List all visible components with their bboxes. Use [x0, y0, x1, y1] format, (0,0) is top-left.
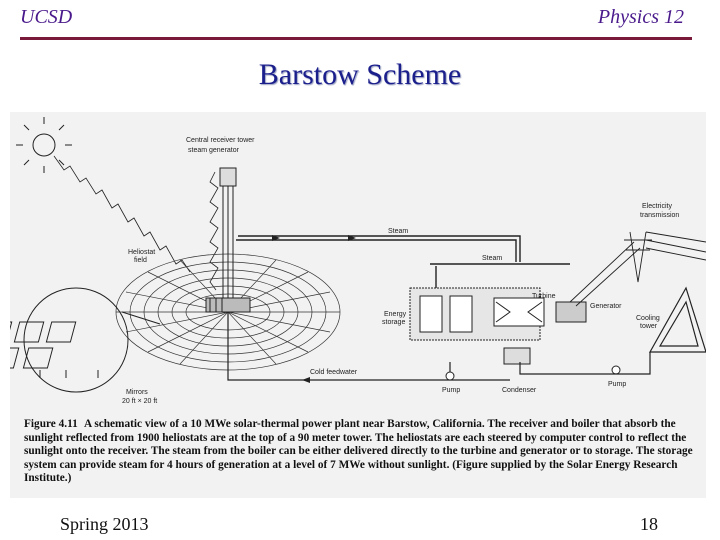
- footer-left-label: Spring 2013: [60, 514, 149, 534]
- label-cold-feedwater: Cold feedwater: [310, 369, 358, 376]
- mirrors-inset: [10, 287, 161, 393]
- caption-text: A schematic view of a 10 MWe solar-therm…: [24, 418, 693, 485]
- power-plant-schematic: Central receiver tower steam generator H…: [10, 117, 706, 405]
- label-energy: Energy: [384, 311, 407, 318]
- sun-icon: [16, 117, 72, 173]
- label-tower: tower: [640, 323, 658, 330]
- label-generator: Generator: [590, 303, 622, 310]
- reflected-ray-line: [209, 171, 219, 291]
- label-storage: storage: [382, 319, 405, 326]
- header-left-label: UCSD: [20, 6, 73, 28]
- steam-arrow-icon: [272, 235, 280, 241]
- label-condenser: Condenser: [502, 387, 537, 394]
- label-mirrors: Mirrors: [126, 389, 148, 396]
- receiver-tower: [205, 167, 251, 313]
- label-turbine: Turbine: [532, 293, 556, 300]
- label-pump-right: Pump: [608, 381, 626, 388]
- storage-turbine-block: [409, 287, 587, 365]
- header-right-label: Physics 12: [597, 6, 684, 28]
- steam-pipe: [236, 235, 570, 288]
- pump-left-icon: [445, 371, 455, 381]
- cooling-tower: [648, 286, 706, 353]
- diagram-figure: Central receiver tower steam generator H…: [10, 112, 706, 498]
- label-field: field: [134, 257, 147, 264]
- header-rule: [20, 37, 692, 40]
- label-pump-left: Pump: [442, 387, 460, 394]
- caption-label: Figure 4.11: [24, 418, 78, 430]
- label-steam-generator: steam generator: [188, 147, 240, 154]
- condenser-pipe: [519, 352, 651, 375]
- label-steam-mid: Steam: [482, 255, 502, 262]
- label-cooling: Cooling: [636, 315, 660, 322]
- feedwater-arrow-icon: [302, 377, 310, 383]
- pump-right-icon: [611, 365, 621, 375]
- transmission-tower: [569, 231, 706, 307]
- steam-arrow-icon: [348, 235, 356, 241]
- sun-ray-line: [53, 155, 191, 273]
- label-central-receiver: Central receiver tower: [186, 137, 255, 144]
- label-transmission: transmission: [640, 212, 679, 219]
- label-mirror-size: 20 ft × 20 ft: [122, 398, 157, 405]
- figure-caption: Figure 4.11 A schematic view of a 10 MWe…: [24, 418, 696, 486]
- label-steam-top: Steam: [388, 228, 408, 235]
- label-heliostat: Heliostat: [128, 249, 155, 256]
- label-electricity: Electricity: [642, 203, 672, 210]
- slide-title: Barstow Scheme: [258, 58, 462, 91]
- page-number: 18: [640, 514, 658, 534]
